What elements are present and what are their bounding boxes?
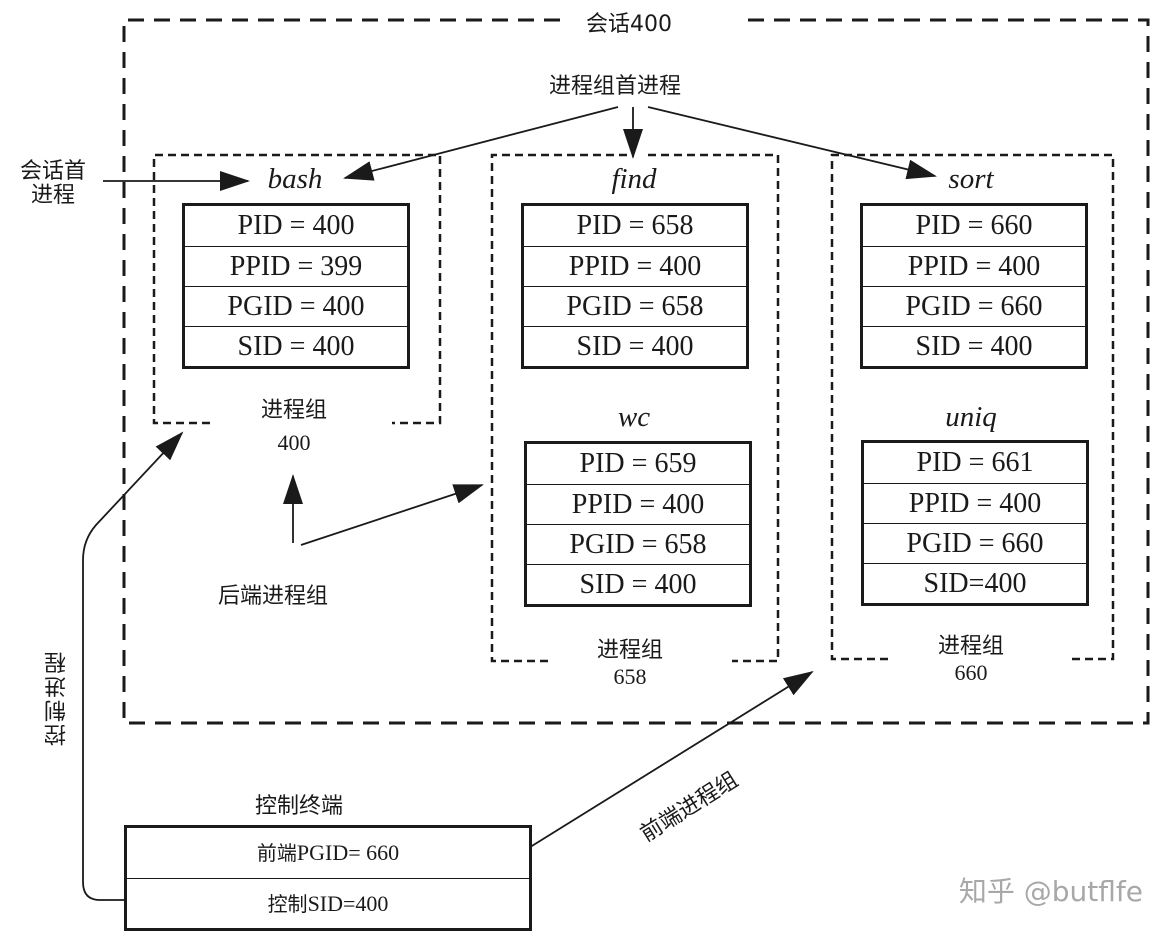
leader-label: 进程组首进程 <box>549 74 682 99</box>
terminal-row-value: PGID= 660 <box>296 840 400 865</box>
ppid-row: PPID = 400 <box>863 246 1085 286</box>
foreground-arrow <box>526 670 814 850</box>
process-group-label-660: 进程组 660 <box>911 628 1031 686</box>
process-group-label-658: 进程组 658 <box>570 632 690 690</box>
terminal-row-value: SID=400 <box>307 891 389 916</box>
pgid-row: PGID = 658 <box>524 286 746 326</box>
pgid-row: PGID = 658 <box>527 524 749 564</box>
terminal-row-prefix: 前端 <box>256 841 297 865</box>
sid-row: SID = 400 <box>863 326 1085 366</box>
sid-row: SID = 400 <box>524 326 746 366</box>
process-table-uniq: PID = 661 PPID = 400 PGID = 660 SID=400 <box>861 440 1089 606</box>
leader-arrow-bash <box>343 106 619 181</box>
process-table-bash: PID = 400 PPID = 399 PGID = 400 SID = 40… <box>182 203 410 369</box>
session-leader-label: 会话首 进程 <box>12 160 94 208</box>
process-name-find: find <box>611 163 657 195</box>
process-group-title: 进程组 <box>260 398 327 423</box>
ppid-row: PPID = 399 <box>185 246 407 286</box>
terminal-title: 控制终端 <box>255 794 344 819</box>
process-group-id: 658 <box>613 664 647 689</box>
background-arrow-658 <box>300 484 484 546</box>
session-leader-label-line1: 会话首 <box>19 159 86 184</box>
controlling-process-arrow <box>82 431 184 901</box>
process-group-id: 400 <box>277 430 311 455</box>
pgid-row: PGID = 400 <box>185 286 407 326</box>
terminal-row-prefix: 控制 <box>267 892 308 916</box>
process-table-wc: PID = 659 PPID = 400 PGID = 658 SID = 40… <box>524 441 752 607</box>
process-group-id: 660 <box>954 660 988 685</box>
sid-row: SID = 400 <box>527 564 749 604</box>
ppid-row: PPID = 400 <box>524 246 746 286</box>
session-leader-label-line2: 进程 <box>30 183 75 208</box>
process-group-658-boundary <box>490 153 780 663</box>
process-name-uniq: uniq <box>945 401 997 433</box>
pid-row: PID = 659 <box>579 448 697 479</box>
process-name-sort: sort <box>948 163 994 195</box>
sid-row: SID=400 <box>864 563 1086 603</box>
ppid-row: PPID = 400 <box>864 483 1086 523</box>
process-table-find: PID = 658 PPID = 400 PGID = 658 SID = 40… <box>521 203 749 369</box>
controlling-terminal: 前端PGID= 660 控制SID=400 <box>124 825 532 931</box>
process-group-title: 进程组 <box>937 634 1004 659</box>
pid-row: PID = 660 <box>915 210 1033 241</box>
process-name-wc: wc <box>617 401 651 433</box>
pid-row: PID = 400 <box>237 210 355 241</box>
terminal-session-row: 控制SID=400 <box>127 878 529 928</box>
sid-row: SID = 400 <box>185 326 407 366</box>
process-table-sort: PID = 660 PPID = 400 PGID = 660 SID = 40… <box>860 203 1088 369</box>
background-group-label: 后端进程组 <box>218 584 329 609</box>
leader-arrow-sort <box>647 106 937 180</box>
process-group-title: 进程组 <box>596 638 663 663</box>
ppid-row: PPID = 400 <box>527 484 749 524</box>
process-name-bash: bash <box>267 163 323 195</box>
terminal-foreground-row: 前端PGID= 660 <box>127 828 529 878</box>
process-group-label-400: 进程组 400 <box>234 392 354 456</box>
pgid-row: PGID = 660 <box>864 523 1086 563</box>
pgid-row: PGID = 660 <box>863 286 1085 326</box>
watermark: 知乎 @butflfe <box>958 875 1143 908</box>
session-boundary <box>122 18 1150 725</box>
process-group-400-boundary <box>152 153 442 425</box>
pid-row: PID = 661 <box>916 447 1034 478</box>
controlling-process-label: 控制进程 <box>45 650 70 746</box>
pid-row: PID = 658 <box>576 210 694 241</box>
session-label: 会话400 <box>586 12 672 37</box>
process-group-660-boundary <box>830 153 1115 661</box>
